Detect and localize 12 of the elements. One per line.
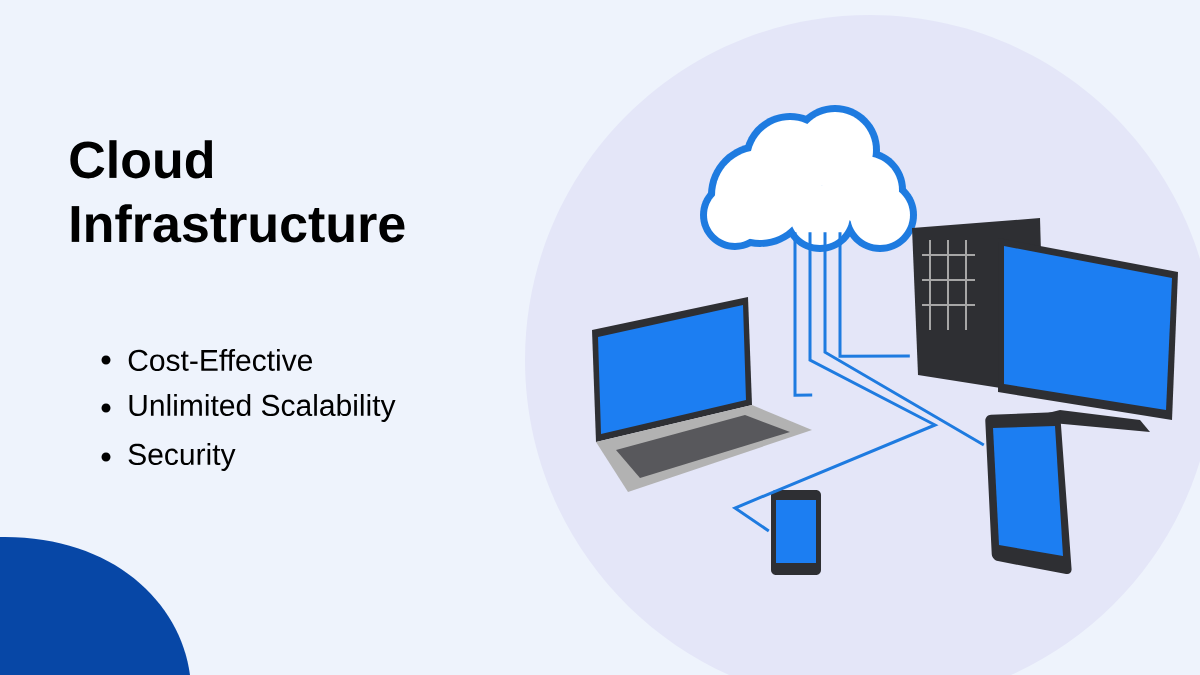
phone-drawing	[771, 490, 821, 575]
bullet-item: Security	[101, 443, 236, 471]
bullet-item: Cost-Effective	[101, 349, 313, 372]
bullet-item: Unlimited Scalability	[101, 394, 396, 422]
computer-drawing	[912, 218, 1178, 432]
connector-line	[793, 232, 813, 397]
connector-line	[823, 232, 985, 447]
cloud-drawing	[700, 105, 917, 252]
laptop-drawing	[592, 297, 812, 492]
connector-line	[838, 232, 910, 358]
title: Cloud Infrastructure	[70, 140, 405, 243]
connector-line	[731, 232, 939, 533]
